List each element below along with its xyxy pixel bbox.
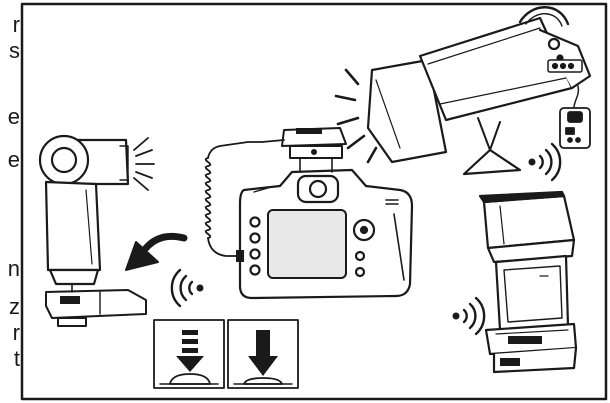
shutter-half-press-icon <box>154 320 224 388</box>
wireless-transmitter-icon <box>282 128 346 172</box>
curved-arrow-icon <box>126 236 184 270</box>
wireless-signal-icon <box>453 298 485 334</box>
studio-strobe-icon <box>336 7 590 174</box>
shutter-full-press-icon <box>228 320 298 388</box>
wireless-signal-icon <box>529 144 561 180</box>
wireless-receiver-icon <box>46 284 146 326</box>
wireless-receiver-icon <box>560 86 590 148</box>
speedlite-flash-icon <box>480 192 576 372</box>
dslr-camera-icon <box>240 170 412 298</box>
wireless-signal-icon <box>172 270 204 306</box>
